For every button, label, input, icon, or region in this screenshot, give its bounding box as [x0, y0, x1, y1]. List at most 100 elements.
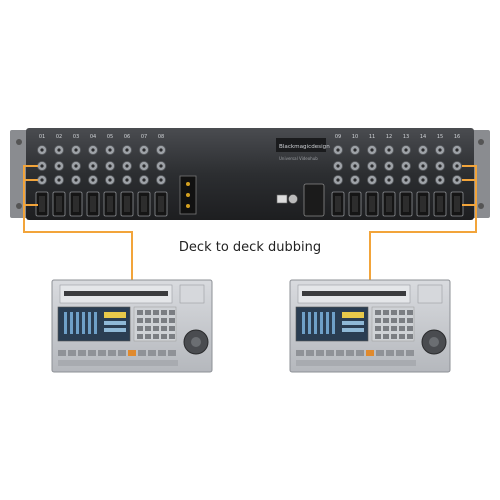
panel-button	[145, 310, 151, 315]
bnc-pin	[387, 178, 391, 182]
panel-button	[169, 334, 175, 339]
audio-meter	[94, 312, 97, 334]
bnc-pin	[336, 148, 340, 152]
panel-button	[161, 326, 167, 331]
transport-button	[168, 350, 176, 356]
panel-button	[407, 310, 413, 315]
transport-button	[108, 350, 116, 356]
panel-button	[391, 310, 397, 315]
panel-button	[161, 334, 167, 339]
bnc-pin	[91, 148, 95, 152]
bnc-pin	[125, 164, 129, 168]
bnc-pin	[159, 148, 163, 152]
status-readout	[342, 321, 364, 325]
panel-button	[391, 334, 397, 339]
cable-left	[23, 165, 133, 282]
bnc-pin	[370, 164, 374, 168]
bnc-pin	[108, 178, 112, 182]
audio-meter	[82, 312, 85, 334]
port-number-label: 11	[369, 134, 375, 140]
panel-button	[145, 334, 151, 339]
audio-meter	[302, 312, 305, 334]
panel-button	[375, 318, 381, 323]
bnc-pin	[455, 178, 459, 182]
bnc-pin	[74, 178, 78, 182]
port-number-label: 13	[403, 134, 409, 140]
bnc-pin	[108, 148, 112, 152]
power-pin	[186, 193, 190, 197]
port-number-label: 05	[107, 134, 113, 140]
transport-button	[376, 350, 384, 356]
transport-button	[148, 350, 156, 356]
status-readout	[104, 321, 126, 325]
rs422-center-port	[303, 183, 325, 217]
transport-button	[346, 350, 354, 356]
rs422-port-socket	[420, 196, 426, 212]
panel-button	[391, 326, 397, 331]
rs422-port-socket	[386, 196, 392, 212]
diagram-caption: Deck to deck dubbing	[178, 240, 322, 255]
rs422-port-socket	[124, 196, 130, 212]
transport-button	[296, 350, 304, 356]
panel-button	[153, 334, 159, 339]
panel-button	[153, 318, 159, 323]
port-number-label: 12	[386, 134, 392, 140]
rs422-port-socket	[403, 196, 409, 212]
port-number-label: 07	[141, 134, 147, 140]
panel-button	[137, 318, 143, 323]
bnc-pin	[40, 178, 44, 182]
transport-button	[336, 350, 344, 356]
model-label: Universal Videohub	[279, 156, 318, 161]
usb-port	[276, 194, 288, 204]
power-pin	[186, 204, 190, 208]
jog-dial-center	[191, 337, 201, 347]
eject-panel	[417, 284, 443, 304]
cable-right	[369, 165, 477, 282]
bnc-pin	[142, 164, 146, 168]
port-number-label: 02	[56, 134, 62, 140]
panel-button	[161, 318, 167, 323]
port-number-label: 08	[158, 134, 164, 140]
rs422-port-socket	[335, 196, 341, 212]
transport-button	[68, 350, 76, 356]
bnc-pin	[40, 164, 44, 168]
audio-meter	[88, 312, 91, 334]
port-number-label: 04	[90, 134, 96, 140]
rs422-port-socket	[369, 196, 375, 212]
bnc-pin	[125, 178, 129, 182]
panel-button	[161, 310, 167, 315]
panel-button	[169, 326, 175, 331]
bnc-pin	[40, 148, 44, 152]
audio-meter	[70, 312, 73, 334]
port-number-label: 10	[352, 134, 358, 140]
rs422-port-socket	[39, 196, 45, 212]
bnc-pin	[387, 148, 391, 152]
port-number-label: 16	[454, 134, 460, 140]
bnc-pin	[142, 178, 146, 182]
bnc-pin	[421, 178, 425, 182]
panel-button	[399, 318, 405, 323]
bnc-pin	[57, 164, 61, 168]
panel-button	[383, 326, 389, 331]
transport-button	[138, 350, 146, 356]
transport-button	[316, 350, 324, 356]
bnc-pin	[57, 148, 61, 152]
panel-button	[375, 326, 381, 331]
deck-bottom-strip	[58, 360, 178, 366]
timecode-readout	[104, 312, 126, 318]
panel-button	[375, 310, 381, 315]
bnc-pin	[142, 148, 146, 152]
bnc-pin	[91, 164, 95, 168]
audio-meter	[64, 312, 67, 334]
brand-logo	[276, 138, 326, 152]
rack-screw	[478, 139, 484, 145]
rs422-port-socket	[352, 196, 358, 212]
panel-button	[407, 334, 413, 339]
bnc-pin	[336, 178, 340, 182]
eject-panel	[179, 284, 205, 304]
bnc-pin	[438, 148, 442, 152]
transport-button	[306, 350, 314, 356]
